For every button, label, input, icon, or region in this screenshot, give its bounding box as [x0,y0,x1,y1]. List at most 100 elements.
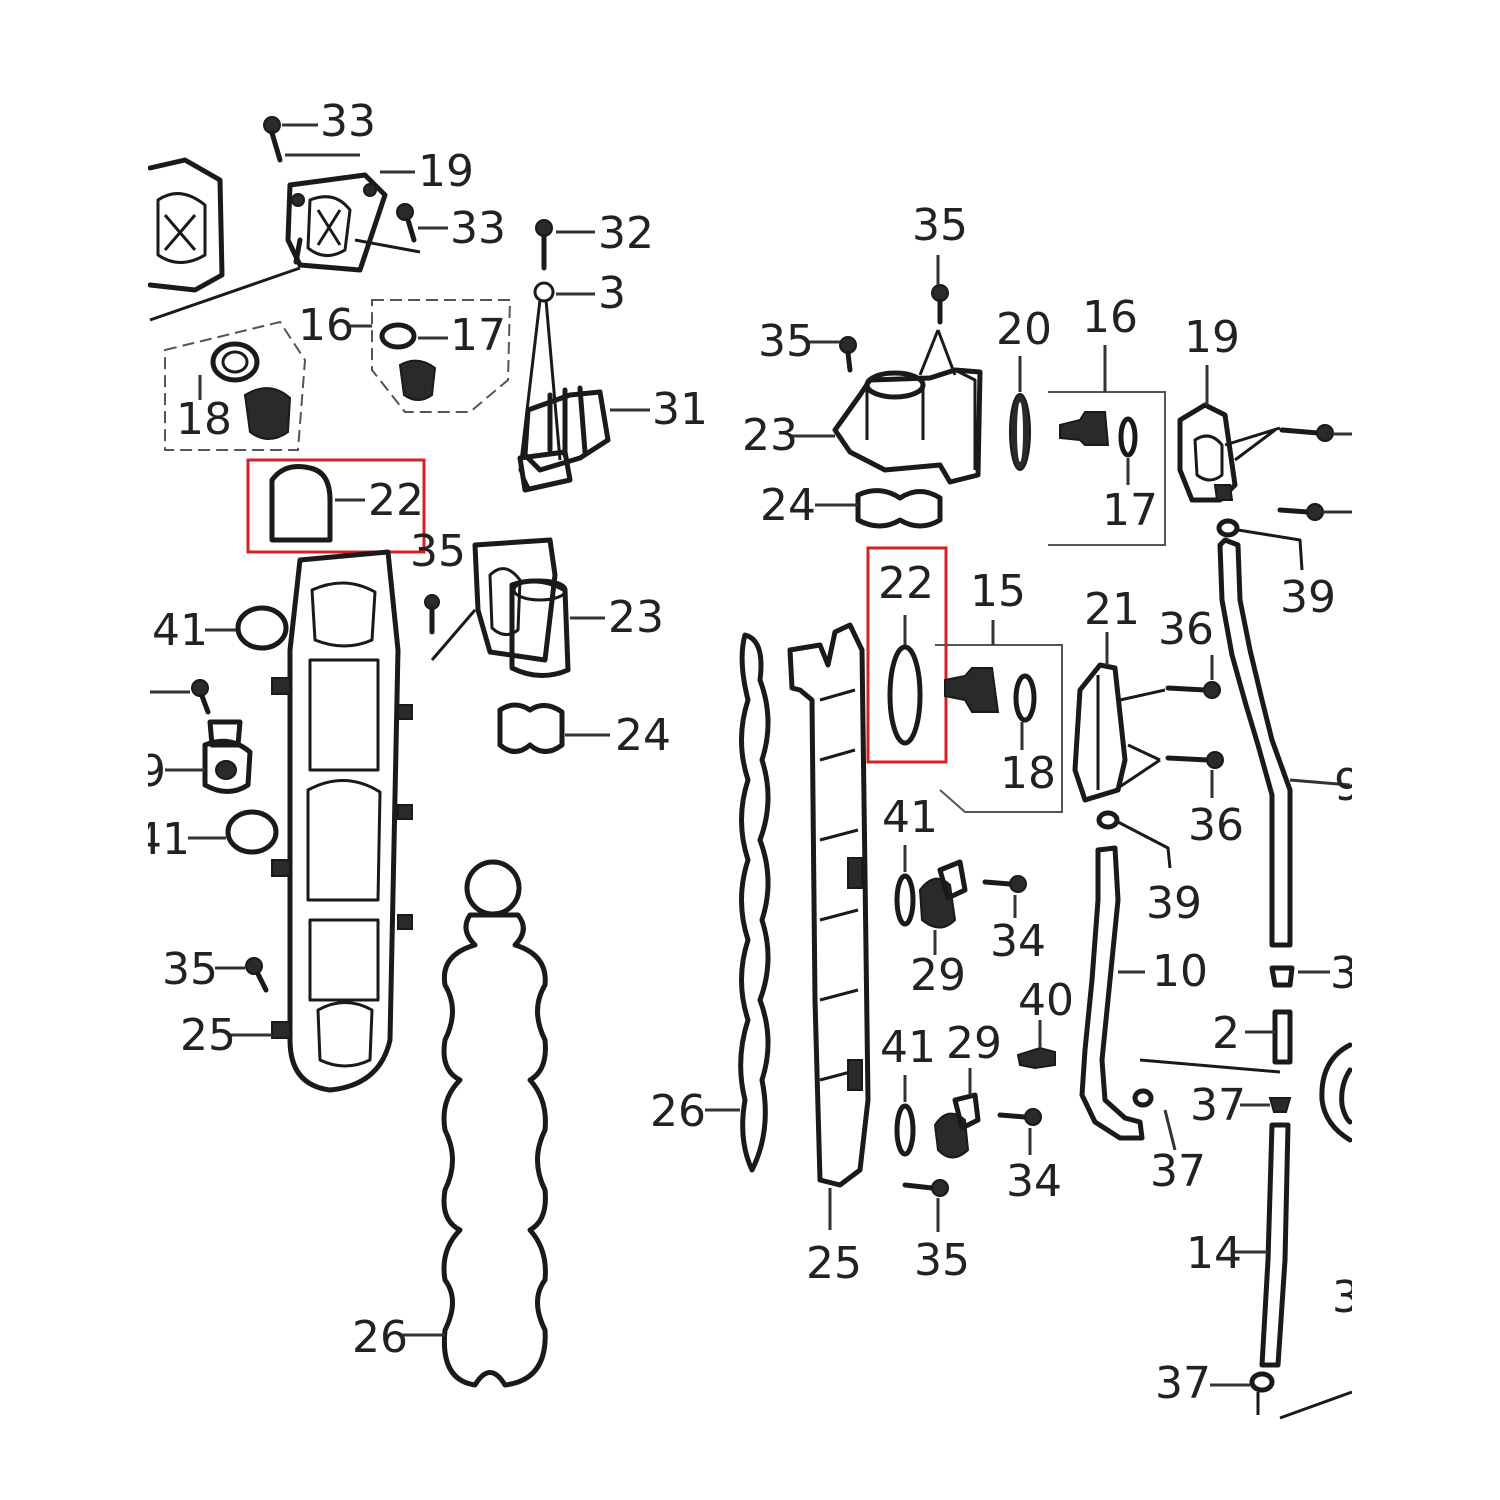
label-17: 17 [450,310,506,361]
label-21: 21 [1084,584,1140,635]
label-14: 14 [1186,1228,1242,1279]
manifold-25-left [230,549,413,1093]
label-22: 22 [878,558,934,609]
clamp-39-lower [1096,810,1172,869]
label-35: 35 [758,316,814,367]
oring-41-right-lower [894,1075,916,1157]
gasket-24-right [815,488,943,529]
label-16: 16 [298,300,354,351]
bolt-36-upper [1165,655,1221,699]
group-18-left [164,320,307,451]
sensor-29-lower [933,1068,981,1159]
label-18: 18 [1000,748,1056,799]
label-23: 23 [742,410,798,461]
label-23: 23 [608,592,664,643]
callout-labels: 33 19 33 32 3 16 17 18 31 22 35 23 41 24… [134,96,1362,1409]
label-32: 32 [598,208,654,259]
part-left-edge-housing [147,157,301,322]
bolt-35-left-lower [215,957,269,993]
clamp-3-right-edge [1269,965,1330,988]
highlight-box-22-right [866,546,948,764]
label-34: 34 [990,916,1046,967]
gasket-26-right [705,632,771,1173]
label-39: 39 [1146,878,1202,929]
label-39: 39 [1280,572,1336,623]
hose-14 [1235,1122,1291,1368]
label-41: 41 [152,605,208,656]
bracket-21 [1072,632,1166,803]
label-36: 36 [1188,800,1244,851]
bolt-35-right-side [808,336,857,373]
group-15 [935,620,1063,813]
bolt-34-upper [982,875,1027,918]
label-26: 26 [650,1086,706,1137]
label-25: 25 [806,1238,862,1289]
label-35: 35 [912,200,968,251]
sensor-31 [517,299,650,493]
bolt-35-left-upper [424,594,477,661]
washer-3 [533,281,595,303]
label-35: 35 [410,526,466,577]
label-10: 10 [1152,946,1208,997]
connector-2 [1245,1009,1293,1065]
gasket-24-left [497,702,610,754]
left-crop-mask [0,0,148,1500]
bolt-35-right-bottom [902,1179,949,1232]
clamp-37-upper-right [1240,1097,1292,1113]
housing-19-left [285,153,415,273]
label-34: 34 [1006,1156,1062,1207]
bolt-33-top [263,116,318,163]
housing-23-left [472,537,605,678]
label-31: 31 [652,384,708,435]
housing-23-right [790,367,983,485]
label-19: 19 [418,146,474,197]
clamp-37-bottom [1210,1371,1353,1420]
hose-10 [1079,845,1281,1141]
bolt-right-19-upper [1279,424,1352,442]
bolt-32 [535,219,595,271]
clamp-39-upper [1216,518,1304,571]
oring-22-right [887,615,923,746]
bolt-36-lower [1165,751,1224,798]
oring-41-right-upper [894,845,916,927]
label-37: 37 [1150,1146,1206,1197]
highlight-box-22-left [246,458,426,554]
group-16-left [350,299,512,413]
label-35: 35 [914,1235,970,1286]
gasket-22-left [269,464,365,543]
right-crop-mask [1352,0,1500,1500]
housing-19-right [1177,365,1281,503]
label-41: 41 [882,792,938,843]
label-40: 40 [1018,975,1074,1026]
sensor-9-left [165,719,253,794]
label-24: 24 [760,480,816,531]
manifold-25-right [787,622,871,1230]
oring-41-left-upper [205,605,289,651]
label-18: 18 [176,394,232,445]
sensor-29-upper [918,859,968,955]
label-41: 41 [880,1022,936,1073]
bolt-right-19-lower [1277,503,1352,521]
label-37: 37 [1155,1358,1211,1409]
label-37: 37 [1190,1080,1246,1131]
label-29: 29 [910,950,966,1001]
label-16: 16 [1082,292,1138,343]
bolt-35-right-top [918,255,957,376]
label-36: 36 [1158,604,1214,655]
hose-9-right [1217,537,1351,948]
label-33: 33 [450,203,506,254]
label-33: 33 [320,96,376,147]
label-22: 22 [368,475,424,526]
label-25: 25 [180,1010,236,1061]
connector-40 [1016,1020,1056,1070]
oring-20 [1009,356,1031,471]
label-24: 24 [615,710,671,761]
label-26: 26 [352,1312,408,1363]
label-19: 19 [1184,312,1240,363]
label-2: 2 [1212,1008,1240,1059]
clamp-37-hose10 [1132,1088,1177,1151]
oring-41-left-lower [188,809,279,855]
label-3: 3 [598,268,626,319]
label-29: 29 [946,1018,1002,1069]
